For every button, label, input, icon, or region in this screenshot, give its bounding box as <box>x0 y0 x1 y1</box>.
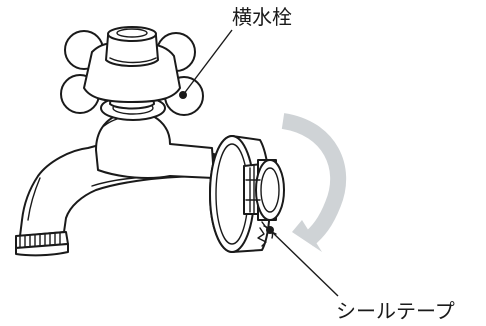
spout-nozzle <box>15 231 69 257</box>
tape-label: シールテープ <box>336 299 455 323</box>
threaded-outlet <box>243 159 285 221</box>
cross-handle <box>60 26 204 116</box>
handle-leader <box>179 29 233 99</box>
tape-leader <box>266 226 339 297</box>
rotation-arrow-icon <box>281 113 347 252</box>
handle-label: 横水栓 <box>232 5 292 29</box>
